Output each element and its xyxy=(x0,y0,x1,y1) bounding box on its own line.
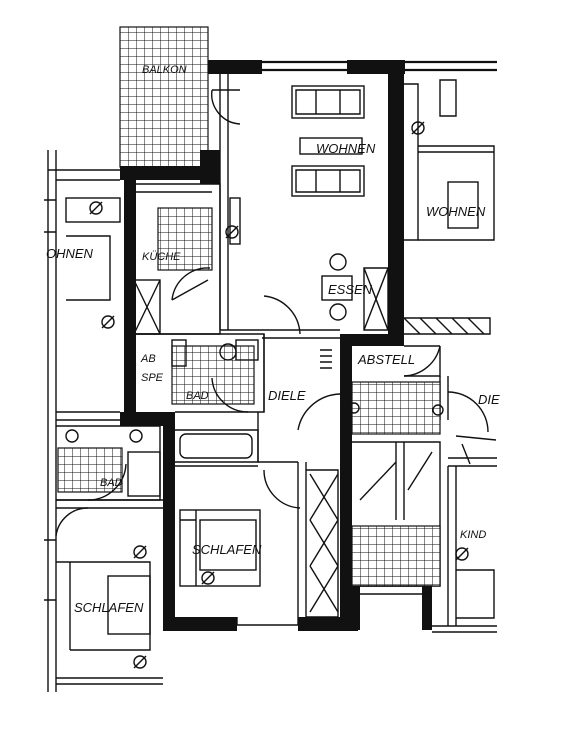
room-label-ab: AB xyxy=(140,353,156,365)
room-label-diele-main: DIELE xyxy=(268,388,306,403)
furniture xyxy=(107,85,497,635)
room-label-schlafen-left: SCHLAFEN xyxy=(74,600,144,615)
doors xyxy=(55,89,489,537)
room-labels: BALKON WOHNEN WOHNEN OHNEN KÜCHE ESSEN A… xyxy=(46,64,500,615)
balkon-area xyxy=(119,26,209,168)
room-label-bad-main: BAD xyxy=(186,390,209,402)
interior-walls xyxy=(44,60,497,692)
fixture-icon xyxy=(348,402,360,414)
room-label-kueche: KÜCHE xyxy=(142,251,181,263)
room-label-kind: KIND xyxy=(460,529,486,541)
room-label-wohnen-main: WOHNEN xyxy=(316,141,376,156)
fixture-icon xyxy=(411,121,425,135)
room-label-schlafen-main: SCHLAFEN xyxy=(192,542,262,557)
room-label-wohnen-left: OHNEN xyxy=(46,246,94,261)
fixture-icon xyxy=(133,545,147,559)
fixture-symbols xyxy=(89,121,469,669)
room-label-spe: SPE xyxy=(141,372,164,384)
fixture-icon xyxy=(101,315,115,329)
room-label-balkon: BALKON xyxy=(142,64,187,76)
room-label-wohnen-right: WOHNEN xyxy=(426,204,486,219)
room-label-diele-right: DIE xyxy=(478,392,500,407)
fixture-icon xyxy=(455,547,469,561)
room-label-essen: ESSEN xyxy=(328,282,373,297)
fixture-icon xyxy=(225,225,239,239)
fixture-icon xyxy=(432,404,444,416)
room-label-abstell: ABSTELL xyxy=(357,352,415,367)
fixture-icon xyxy=(201,571,215,585)
fixture-icon xyxy=(89,201,103,215)
room-label-bad-left: BAD xyxy=(100,477,123,489)
fixture-icon xyxy=(133,655,147,669)
